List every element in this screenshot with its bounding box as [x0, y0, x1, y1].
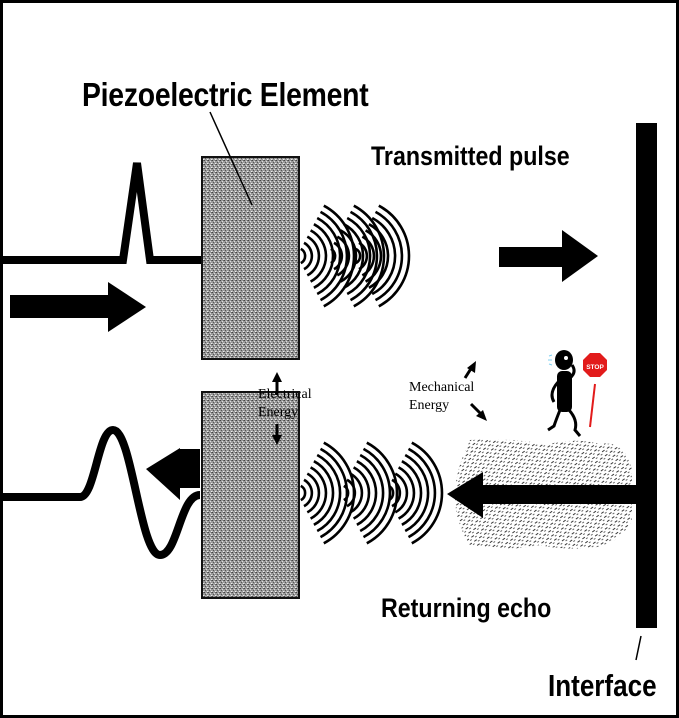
returning-wave-arcs: [300, 441, 444, 545]
wave-arc: [407, 447, 437, 539]
arrow-left-icon: [447, 472, 636, 518]
wave-arc: [313, 223, 335, 289]
wave-arc: [401, 460, 423, 526]
arrow-right-icon: [499, 230, 598, 282]
wave-arc: [378, 204, 411, 308]
wave-arc: [356, 460, 378, 526]
label-mechanical-energy: Mechanical Energy: [409, 379, 474, 415]
wave-arc: [300, 484, 307, 502]
wave-arc: [346, 478, 357, 508]
wave-arc: [352, 466, 371, 520]
wave-arc: [323, 204, 356, 308]
wave-arc: [319, 210, 349, 302]
wave-arc: [349, 472, 364, 514]
arrow-left-icon: [146, 448, 200, 500]
wave-arc: [303, 478, 314, 508]
wave-arc: [343, 484, 350, 502]
interface-bar: [636, 123, 657, 628]
wave-arc: [374, 210, 404, 302]
input-pulse-wave: [3, 162, 205, 264]
wave-arc: [394, 472, 409, 514]
transmitted-wave-arcs: [300, 204, 411, 308]
stick-figure-icon: [547, 350, 582, 437]
title-pointer-line: [209, 111, 253, 206]
wave-arc: [313, 460, 335, 526]
electrical-energy-arrows: [272, 372, 282, 445]
interface-pointer-line: [635, 635, 642, 661]
wave-arc: [349, 210, 379, 302]
label-electrical-energy: Electrical Energy: [258, 386, 312, 422]
wave-arc: [336, 235, 351, 277]
wave-arc: [333, 241, 344, 271]
label-mechanical-line-2: Energy: [409, 398, 450, 413]
wave-arc: [303, 241, 314, 271]
label-mechanical-line-1: Mechanical: [409, 380, 475, 395]
wave-arc: [309, 229, 328, 283]
wave-arc: [343, 223, 365, 289]
wave-arc: [371, 216, 397, 296]
wave-arc: [306, 235, 321, 277]
piezo-element-receive: [201, 391, 300, 599]
label-returning-echo: Returning echo: [381, 593, 552, 623]
label-electrical-line-1: Electrical: [258, 387, 312, 402]
wave-arc: [362, 447, 392, 539]
wave-arc: [361, 235, 376, 277]
piezo-element-transmit: [201, 156, 300, 360]
title-piezoelectric-element: Piezoelectric Element: [82, 76, 369, 113]
wave-arc: [306, 472, 321, 514]
wave-arc: [316, 453, 342, 533]
arrow-right-icon: [10, 282, 146, 332]
wave-arc: [355, 247, 362, 265]
wave-arc: [391, 478, 402, 508]
stop-sign-icon: STOP: [583, 353, 607, 428]
wave-arc: [411, 441, 444, 545]
wave-arc: [300, 247, 307, 265]
wave-arc: [388, 484, 395, 502]
wave-arc: [346, 216, 372, 296]
wave-arc: [309, 466, 328, 520]
wave-arc: [359, 453, 385, 533]
wave-arc: [368, 223, 390, 289]
wave-arc: [358, 241, 369, 271]
label-electrical-line-2: Energy: [258, 405, 299, 420]
wave-arc: [397, 466, 416, 520]
wave-arc: [364, 229, 383, 283]
label-transmitted-pulse: Transmitted pulse: [371, 141, 570, 171]
received-echo-wave: [3, 425, 202, 560]
mechanical-energy-arrows: [463, 361, 487, 421]
wave-arc: [366, 441, 399, 545]
wave-arc: [339, 229, 358, 283]
wave-arc: [404, 453, 430, 533]
wave-arc: [353, 204, 386, 308]
wave-arc: [316, 216, 342, 296]
wave-arc: [330, 247, 337, 265]
label-interface: Interface: [548, 668, 657, 703]
stop-sign-text: STOP: [586, 364, 604, 371]
